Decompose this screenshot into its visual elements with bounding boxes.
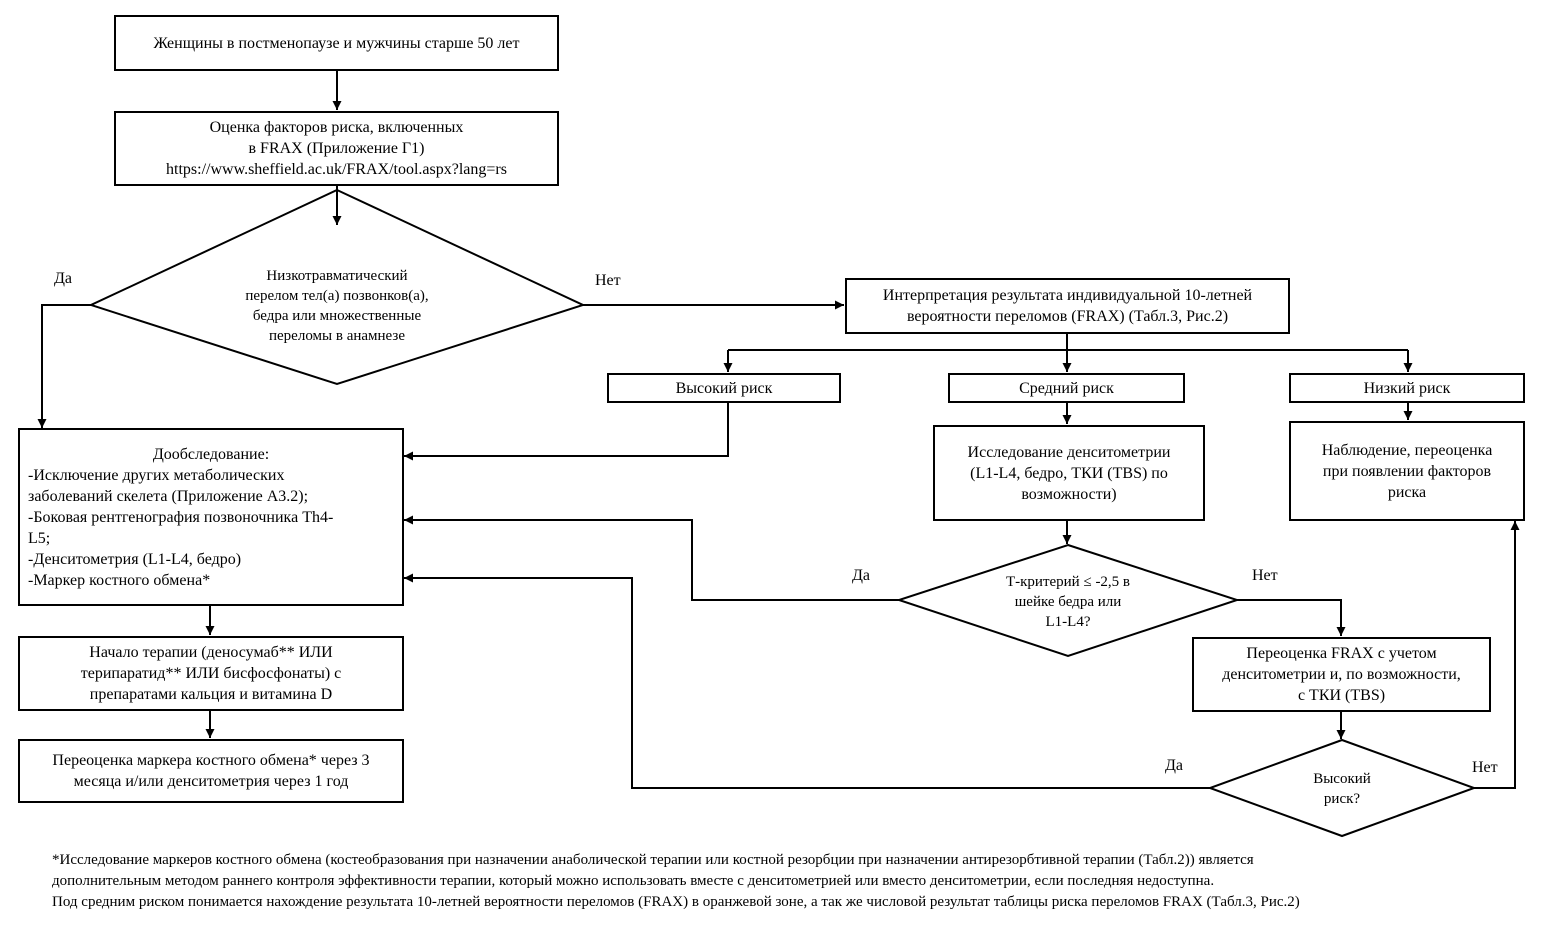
high-risk-box: Высокий риск <box>607 373 841 403</box>
label-yes-tscore: Да <box>852 567 871 584</box>
arrow-high-risk-to-extra-exam <box>404 402 729 461</box>
label-no-fracture: Нет <box>595 272 621 289</box>
tscore-decision-text: Т-критерий ≤ -2,5 в шейке бедра или L1-L… <box>1005 574 1131 630</box>
marker-reassess-box: Переоценка маркера костного обмена* чере… <box>18 739 404 803</box>
frax-reassess-box: Переоценка FRAX с учетом денситометрии и… <box>1192 637 1491 712</box>
risk-factors-box: Оценка факторов риска, включенных в FRAX… <box>114 111 559 186</box>
arrow-tscore-no-to-frax-reassess <box>1237 599 1346 636</box>
label-no-highrisk: Нет <box>1472 759 1498 776</box>
observation-box: Наблюдение, переоценка при появлении фак… <box>1289 421 1525 521</box>
fracture-decision-text: Низкотравматический перелом тел(а) позво… <box>245 268 429 344</box>
line-interpretation-split <box>728 333 1408 351</box>
arrow-tscore-yes-to-extra-exam <box>404 515 899 601</box>
footnote-line: *Исследование маркеров костного обмена (… <box>52 852 1254 868</box>
start-text: Женщины в постменопаузе и мужчины старше… <box>153 34 520 52</box>
fracture-decision-diamond <box>88 188 586 386</box>
risk-factors-line: Оценка факторов риска, включенных <box>209 119 464 136</box>
label-yes-highrisk: Да <box>1165 757 1184 774</box>
arrow-highrisk-yes-to-extra-exam <box>404 573 1210 789</box>
label-no-tscore: Нет <box>1252 567 1278 584</box>
low-risk-box: Низкий риск <box>1289 373 1525 403</box>
densitometry-box: Исследование денситометрии (L1-L4, бедро… <box>933 425 1205 521</box>
footnote: *Исследование маркеров костного обмена (… <box>52 850 1300 913</box>
footnote-line: Под средним риском понимается нахождение… <box>52 894 1300 910</box>
footnote-line: дополнительным методом раннего контроля … <box>52 873 1215 889</box>
tscore-decision-diamond <box>895 543 1241 658</box>
frax-url-link[interactable]: https://www.sheffield.ac.uk/FRAX/tool.as… <box>166 161 507 178</box>
highrisk-decision-text: Высокий риск? <box>1313 771 1371 807</box>
therapy-box: Начало терапии (деносумаб** ИЛИ терипара… <box>18 636 404 711</box>
highrisk-decision-diamond <box>1207 738 1477 838</box>
risk-factors-line: в FRAX (Приложение Г1) <box>248 140 425 157</box>
frax-interpretation-box: Интерпретация результата индивидуальной … <box>845 278 1290 334</box>
arrow-highrisk-no-to-observation <box>1474 521 1520 789</box>
start-box: Женщины в постменопаузе и мужчины старше… <box>114 15 559 71</box>
medium-risk-box: Средний риск <box>948 373 1185 403</box>
label-yes-fracture: Да <box>54 270 73 287</box>
extra-exam-box: Дообследование: -Исключение других метаб… <box>18 428 404 606</box>
arrow-decision-yes-to-extra-exam <box>37 304 91 428</box>
